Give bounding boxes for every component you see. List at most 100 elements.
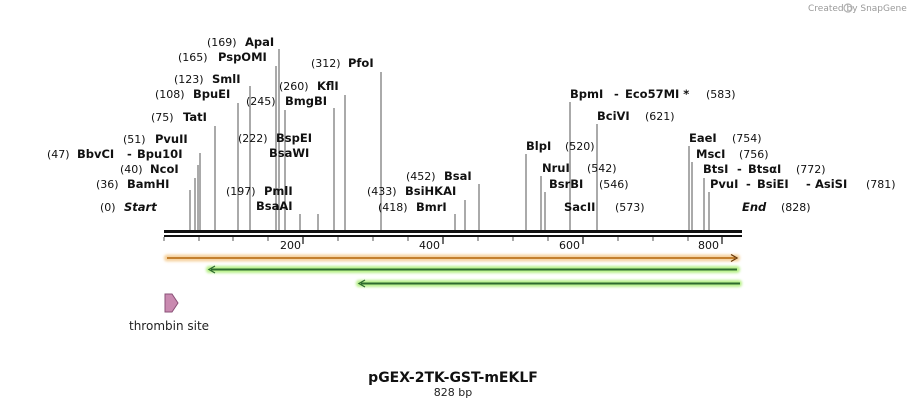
site-label-bpuei: (108) BpuEI: [155, 87, 230, 101]
tick-label: 200: [280, 239, 301, 252]
site-name-2: BtsαI: [748, 162, 781, 176]
site-label-bamhi: (36) BamHI: [96, 177, 169, 191]
site-pos: (754): [732, 132, 762, 145]
site-label-end: End (828): [742, 200, 811, 214]
start-pos: (0): [100, 201, 116, 214]
site-name: EaeI: [689, 131, 717, 145]
feature-thrombin-site[interactable]: thrombin site: [129, 293, 209, 333]
site-pos: (312): [311, 57, 341, 70]
site-pos: (222): [238, 132, 268, 145]
site-label-bcivi: BciVI (621): [597, 109, 675, 123]
site-name: PmlI: [264, 184, 293, 198]
site-label-apai: (169) ApaI: [207, 35, 274, 49]
site-name: MscI: [696, 147, 725, 161]
site-name: BpmI: [570, 87, 603, 101]
site-pos: (40): [120, 163, 143, 176]
site-label-eaei: EaeI (754): [689, 131, 762, 145]
site-label-bsihkai: (433) BsiHKAI: [367, 184, 456, 198]
feature-orange-arrow[interactable]: [164, 253, 740, 263]
site-pos: (621): [645, 110, 675, 123]
thrombin-site-label: thrombin site: [129, 319, 209, 333]
site-name-3: AsiSI: [815, 177, 847, 191]
site-pos: (772): [796, 163, 826, 176]
site-pos: (169): [207, 36, 237, 49]
snapgene-watermark: Created by SnapGene: [808, 4, 907, 14]
leader-lines: [189, 49, 710, 230]
feature-green-arrow-long[interactable]: [206, 265, 740, 274]
tick-label: 400: [419, 239, 440, 252]
dna-backbone: [164, 230, 742, 237]
site-name: PvuI: [710, 177, 738, 191]
site-pos: (520): [565, 140, 595, 153]
site-name: SmlI: [212, 72, 241, 86]
site-name: BpuEI: [193, 87, 230, 101]
site-label-bsai: (452) BsaI: [406, 169, 472, 183]
site-pos: (108): [155, 88, 185, 101]
thrombin-site-arrow-icon: [164, 293, 179, 313]
site-name: PvuII: [155, 132, 188, 146]
site-pos: (573): [615, 201, 645, 214]
site-name: BsaAI: [256, 199, 293, 213]
map-length: 828 bp: [434, 386, 472, 399]
tick-label: 600: [559, 239, 580, 252]
site-label-sacii: SacII (573): [564, 200, 645, 214]
site-label-bsaai: BsaAI: [256, 199, 293, 213]
map-title: pGEX-2TK-GST-mEKLF: [368, 370, 538, 386]
site-name: BsrBI: [549, 177, 583, 191]
site-pos: (36): [96, 178, 119, 191]
site-name: BmrI: [416, 200, 447, 214]
site-separator: -: [737, 162, 742, 176]
site-pos: (546): [599, 178, 629, 191]
site-name: PspOMI: [218, 50, 267, 64]
site-pos: (418): [378, 201, 408, 214]
site-name: SacII: [564, 200, 595, 214]
site-name: BbvCI: [77, 147, 114, 161]
site-label-pvuii: (51) PvuII: [123, 132, 188, 146]
site-name: KflI: [317, 79, 339, 93]
site-label-bmgbi: (245) BmgBI: [246, 94, 327, 108]
site-label-bmri: (418) BmrI: [378, 200, 447, 214]
site-name: PfoI: [348, 56, 374, 70]
ruler: 200 400 600 800: [163, 237, 723, 252]
site-pos: (47): [47, 148, 70, 161]
site-label-ncoi: (40) NcoI: [120, 162, 179, 176]
site-name: NruI: [542, 161, 570, 175]
site-pos: (756): [739, 148, 769, 161]
site-name: BsiHKAI: [405, 184, 456, 198]
site-name: BciVI: [597, 109, 630, 123]
site-name: TatI: [183, 110, 207, 124]
site-name: BsaWI: [269, 146, 309, 160]
site-pos: (583): [706, 88, 736, 101]
site-label-kfli: (260) KflI: [279, 79, 339, 93]
site-label-bpmi: BpmI - Eco57MI * (583): [570, 87, 736, 101]
site-label-tati: (75) TatI: [151, 110, 207, 124]
site-separator: -: [127, 147, 132, 161]
site-pos: (260): [279, 80, 309, 93]
site-pos: (197): [226, 185, 256, 198]
site-pos: (245): [246, 95, 276, 108]
site-name: BsaI: [444, 169, 472, 183]
site-name-2: BsiEI: [757, 177, 789, 191]
site-name: BspEI: [276, 131, 312, 145]
site-label-nrui: NruI (542): [542, 161, 617, 175]
feature-green-arrow-short[interactable]: [356, 279, 742, 288]
site-separator: -: [746, 177, 751, 191]
site-label-blpi: BlpI (520): [526, 139, 595, 153]
end-pos: (828): [781, 201, 811, 214]
site-name-2: Eco57MI *: [625, 87, 689, 101]
site-label-pmli: (197) PmlI: [226, 184, 293, 198]
end-label: End: [742, 200, 767, 214]
site-pos: (75): [151, 111, 174, 124]
site-separator: -: [614, 87, 619, 101]
site-label-bspei: (222) BspEI: [238, 131, 312, 145]
site-label-bbvci: (47) BbvCI - Bpu10I: [47, 147, 182, 161]
site-name: BamHI: [127, 177, 169, 191]
site-label-smli: (123) SmlI: [174, 72, 241, 86]
snapgene-logo-icon: [843, 3, 853, 13]
site-label-start: (0) Start: [100, 200, 157, 214]
site-label-pfoi: (312) PfoI: [311, 56, 374, 70]
site-label-pvui: PvuI - BsiEI - AsiSI (781): [710, 177, 896, 191]
site-pos: (433): [367, 185, 397, 198]
start-label: Start: [124, 200, 157, 214]
